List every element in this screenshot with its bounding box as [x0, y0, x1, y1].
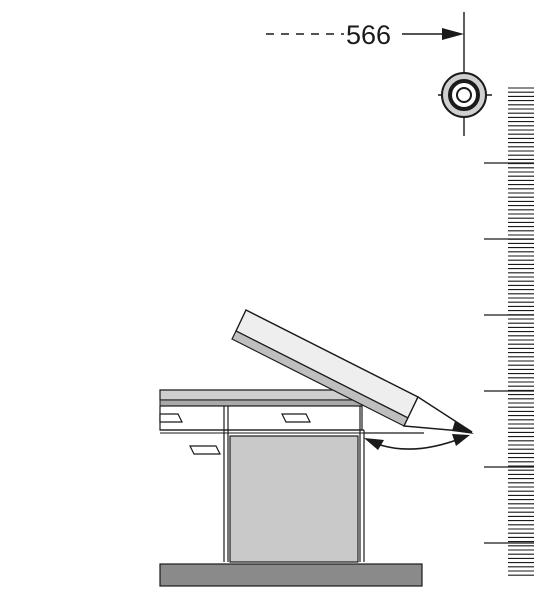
crosshair-drill-hole-icon	[438, 72, 492, 118]
ruler-scale	[484, 87, 534, 576]
dimension-callout: 566	[266, 12, 465, 136]
drawer-handle-middle	[281, 413, 311, 423]
appliance-panel	[229, 435, 359, 563]
spirit-level-icon	[231, 309, 474, 434]
countertop	[159, 389, 362, 401]
door-handle-left	[189, 445, 221, 455]
swing-arrow	[364, 432, 470, 450]
drawer-handle-left	[159, 413, 183, 423]
plinth	[159, 563, 423, 587]
dimension-value: 566	[346, 20, 391, 50]
drawer-band	[159, 405, 363, 431]
countertop-edge	[159, 399, 363, 407]
kitchen-cabinet	[159, 389, 423, 587]
dimension-arrowhead	[442, 28, 464, 40]
